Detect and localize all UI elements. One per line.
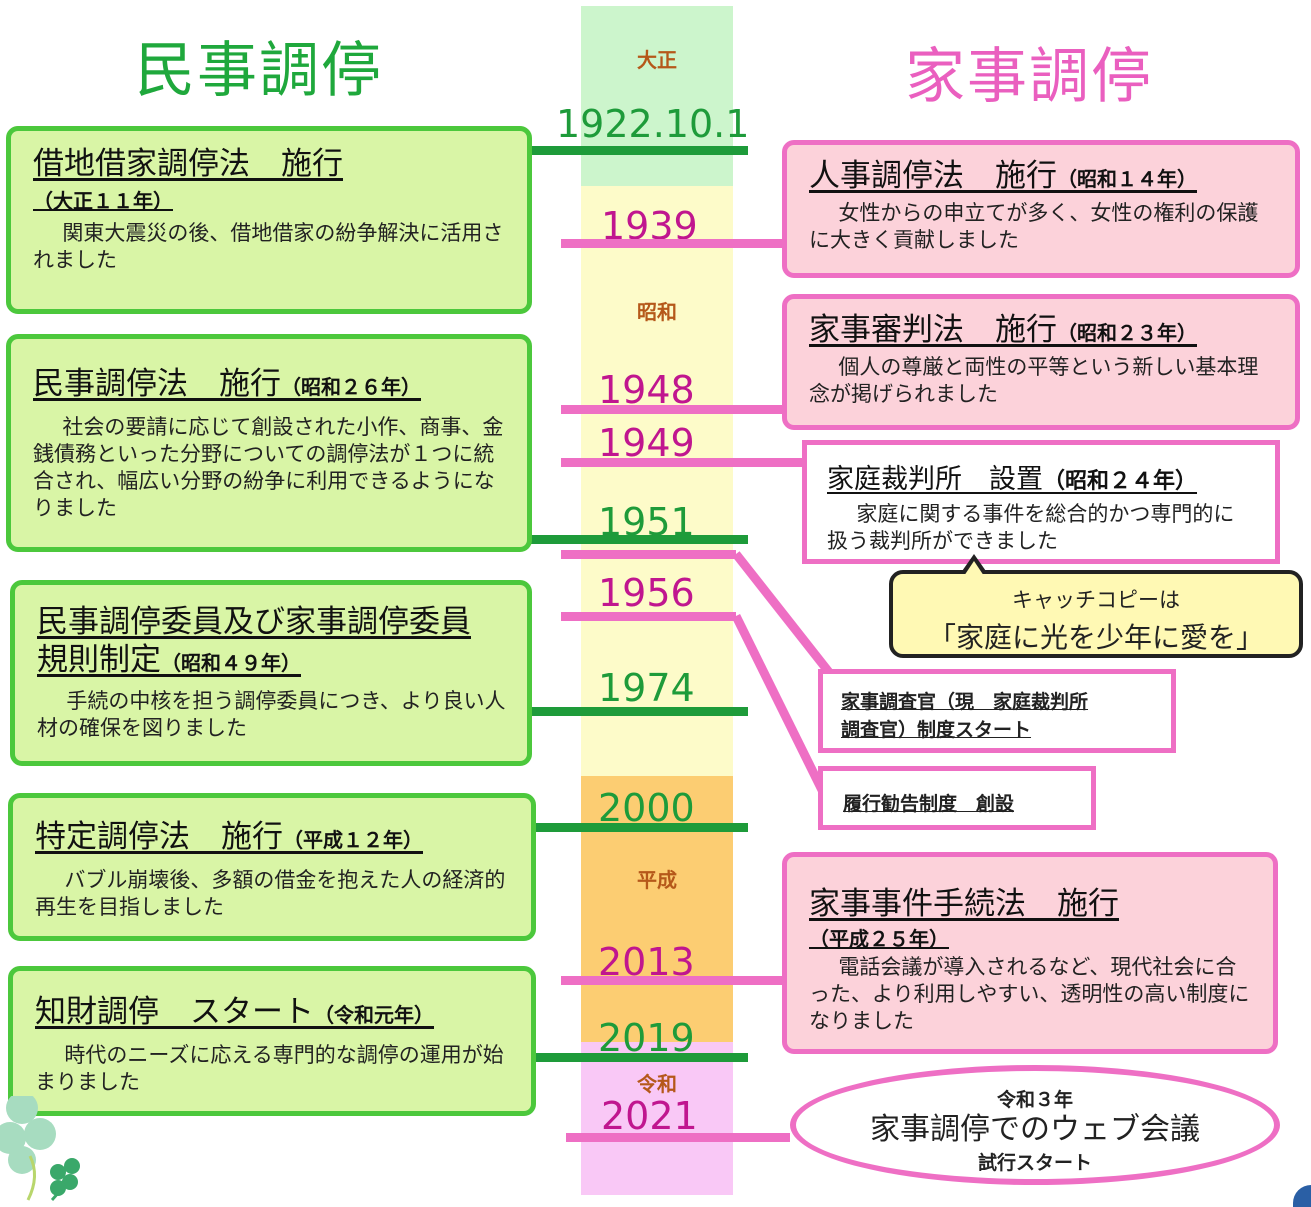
event-title: 家事事件手続法 施行 [809,886,1119,922]
event-description: 社会の要請に応じて創設された小作、商事、金銭債務といった分野についての調停法が１… [33,415,504,520]
connector-1922 [530,146,748,155]
event-title-line2: 規則制定（昭和４９年） [37,642,301,678]
event-description: 時代のニーズに応える専門的な調停の運用が始まりました [35,1043,504,1094]
era-label-showa: 昭和 [637,300,677,324]
event-date: （大正１１年） [33,189,173,213]
event-description: 手続の中核を担う調停委員につき、より良い人材の確保を図りました [37,689,506,740]
investigator-system-box: 家事調査官（現 家庭裁判所 調査官）制度スタート [818,669,1176,753]
family-event-1949: 家庭裁判所 設置（昭和２４年） 家庭に関する事件を総合的かつ専門的に扱う裁判所が… [802,440,1280,564]
connector-2019 [530,1053,748,1062]
year-2000: 2000 [598,786,695,830]
civil-event-1951: 民事調停法 施行（昭和２６年） 社会の要請に応じて創設された小作、商事、金銭債務… [6,334,532,552]
era-band-reiwa [581,1042,733,1195]
connector-1974 [530,707,748,716]
event-title: 知財調停 スタート（令和元年） [35,994,434,1030]
era-label-reiwa: 令和 [637,1072,677,1096]
event-title: 人事調停法 施行（昭和１４年） [809,158,1197,194]
civil-event-1974: 民事調停委員及び家事調停委員 規則制定（昭和４９年） 手続の中核を担う調停委員に… [10,580,532,766]
year-1948: 1948 [598,368,695,412]
family-event-2013: 家事事件手続法 施行 （平成２５年） 電話会議が導入されるなど、現代社会に合った… [782,852,1278,1054]
year-1949: 1949 [598,421,695,465]
event-description: 関東大震災の後、借地借家の紛争解決に活用されました [33,221,504,272]
connector-1939 [561,239,783,248]
event-description: 家庭に関する事件を総合的かつ専門的に扱う裁判所ができました [827,502,1235,553]
web-meeting-oval: 令和３年 家事調停でのウェブ会議 試行スタート [790,1065,1280,1185]
clover-icon [0,1096,80,1202]
investigator-line1: 家事調査官（現 家庭裁判所 [841,691,1089,713]
event-description: 女性からの申立てが多く、女性の権利の保護に大きく貢献しました [809,201,1259,252]
diagonal-to-enforcement [731,614,827,792]
callout-tail-inner [964,561,984,576]
catchphrase-callout: キャッチコピーは 「家庭に光を少年に愛を」 [889,570,1303,658]
year-1956: 1956 [598,571,695,615]
corner-decoration [1293,1185,1311,1207]
connector-2000 [536,823,748,832]
enforcement-system-box: 履行勧告制度 創設 [818,766,1096,830]
event-title: 借地借家調停法 施行 [33,146,343,182]
callout-line1: キャッチコピーは [1012,588,1180,612]
year-1922: 1922.10.1 [556,102,750,146]
web-meeting-title: 家事調停でのウェブ会議 [870,1112,1200,1147]
investigator-line2: 調査官）制度スタート [841,719,1032,741]
web-meeting-sub: 試行スタート [977,1152,1092,1174]
civil-event-2019: 知財調停 スタート（令和元年） 時代のニーズに応える専門的な調停の運用が始まりま… [8,966,536,1116]
era-band-taisho [581,6,733,186]
event-title: 特定調停法 施行（平成１２年） [35,819,423,855]
event-title: 家庭裁判所 設置（昭和２４年） [827,464,1198,495]
family-event-1939: 人事調停法 施行（昭和１４年） 女性からの申立てが多く、女性の権利の保護に大きく… [782,140,1300,278]
event-description: 個人の尊厳と両性の平等という新しい基本理念が掲げられました [809,355,1259,406]
family-mediation-header: 家事調停 [905,42,1153,112]
era-label-taisho: 大正 [637,48,677,72]
civil-mediation-header: 民事調停 [135,36,383,106]
connector-2013 [561,976,783,985]
year-2019: 2019 [598,1016,695,1060]
civil-event-2000: 特定調停法 施行（平成１２年） バブル崩壊後、多額の借金を抱えた人の経済的再生を… [8,793,536,941]
event-description: バブル崩壊後、多額の借金を抱えた人の経済的再生を目指しました [35,868,506,919]
era-label-heisei: 平成 [637,868,677,892]
family-event-1948: 家事審判法 施行（昭和２３年） 個人の尊厳と両性の平等という新しい基本理念が掲げ… [782,294,1300,430]
event-description: 電話会議が導入されるなど、現代社会に合った、より利用しやすい、透明性の高い制度に… [809,955,1250,1033]
connector-1951 [530,535,748,544]
event-title: 家事審判法 施行（昭和２３年） [809,312,1197,348]
connector-1956-to-enforcement [561,612,736,621]
event-title: 民事調停法 施行（昭和２６年） [33,366,421,402]
enforcement-text: 履行勧告制度 創設 [843,793,1015,815]
connector-1949 [561,458,803,467]
era-band-showa [581,186,733,776]
event-date: （平成２５年） [809,927,949,951]
event-title: 民事調停委員及び家事調停委員 [37,604,471,640]
connector-1956-start [561,550,736,559]
year-1974: 1974 [598,666,695,710]
connector-1948 [561,405,783,414]
web-meeting-year: 令和３年 [996,1089,1073,1111]
callout-line2: 「家庭に光を少年に愛を」 [927,621,1264,654]
year-2013: 2013 [598,940,695,984]
year-2021: 2021 [601,1094,698,1138]
civil-event-1922: 借地借家調停法 施行 （大正１１年） 関東大震災の後、借地借家の紛争解決に活用さ… [6,126,532,314]
diagonal-to-investigator [732,551,836,679]
connector-2021 [566,1133,790,1142]
era-band-heisei [581,776,733,1042]
